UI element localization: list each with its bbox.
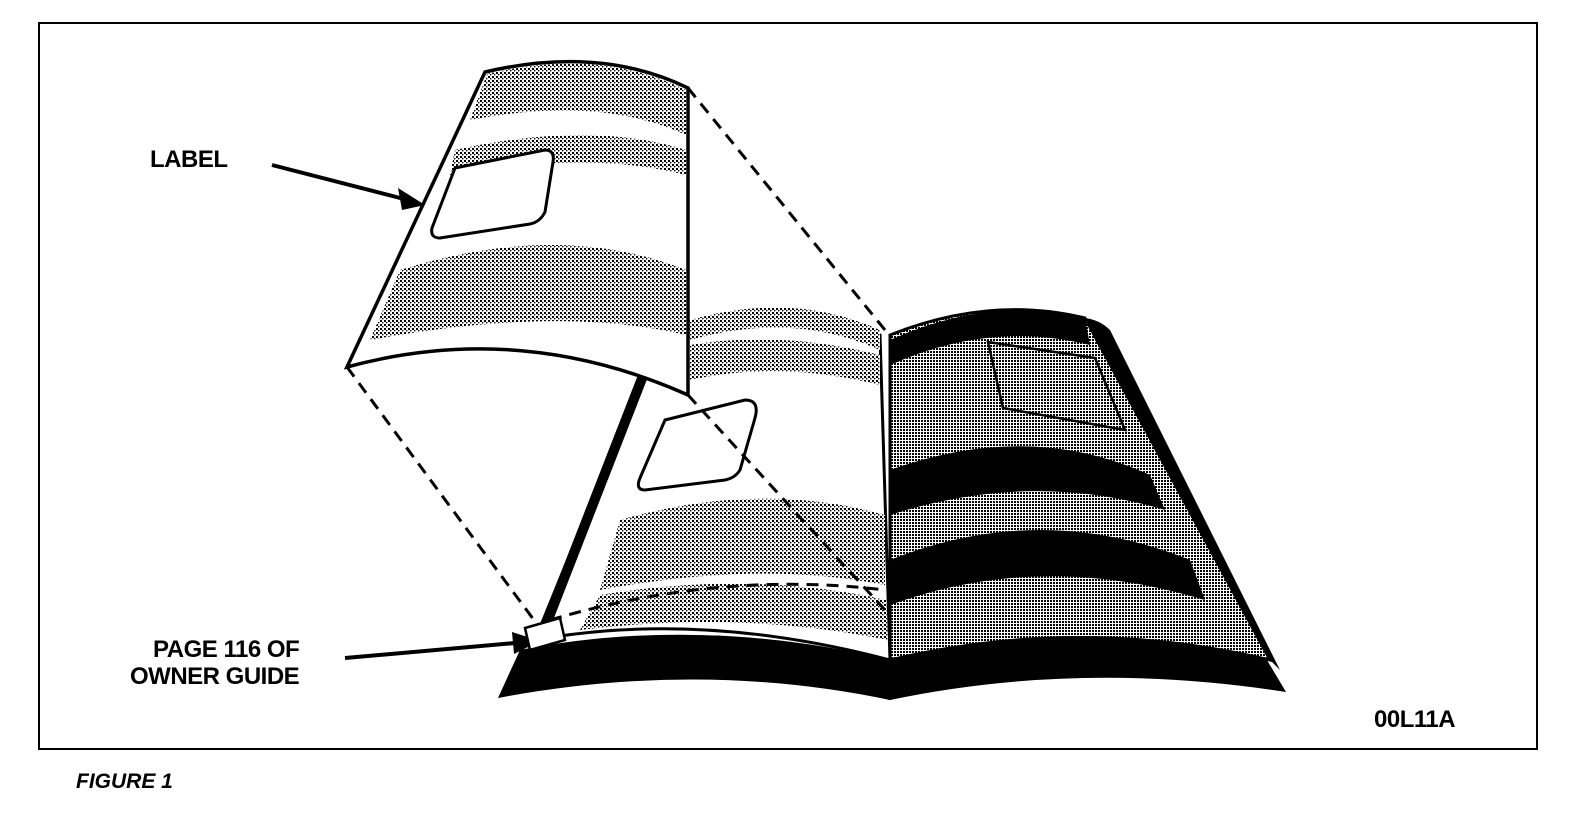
- page-callout-line2: OWNER GUIDE: [130, 663, 300, 690]
- figure-code: 00L11A: [1374, 706, 1456, 733]
- floating-label-outline: [430, 148, 555, 240]
- page-label-outline: [636, 398, 758, 492]
- label-callout: LABEL: [150, 146, 228, 173]
- figure-caption: FIGURE 1: [76, 770, 173, 793]
- page-callout: PAGE 116 OF OWNER GUIDE: [130, 636, 300, 690]
- book-cover: [498, 628, 1286, 700]
- label-arrow: [271, 163, 425, 210]
- projection-lines: [345, 87, 887, 636]
- page-arrow: [344, 632, 540, 660]
- page-callout-line1: PAGE 116 OF: [153, 636, 300, 663]
